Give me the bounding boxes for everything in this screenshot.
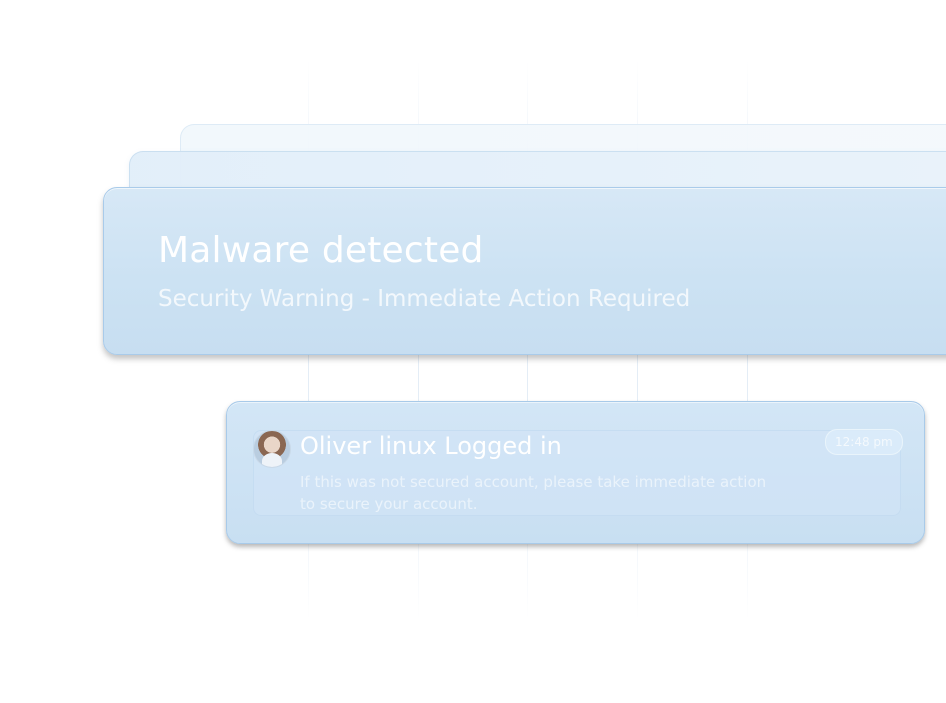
login-notification-inner	[253, 430, 901, 516]
login-message: If this was not secured account, please …	[300, 473, 767, 513]
avatar	[253, 430, 291, 468]
alert-subtitle: Security Warning - Immediate Action Requ…	[158, 286, 691, 312]
timestamp-badge: 12:48 pm	[825, 429, 903, 455]
malware-alert-card[interactable]: Malware detected Security Warning - Imme…	[103, 187, 946, 355]
login-title: Oliver linux Logged in	[300, 432, 562, 460]
login-notification-card[interactable]: Oliver linux Logged in 12:48 pm If this …	[226, 401, 925, 544]
alert-title: Malware detected	[158, 230, 484, 271]
